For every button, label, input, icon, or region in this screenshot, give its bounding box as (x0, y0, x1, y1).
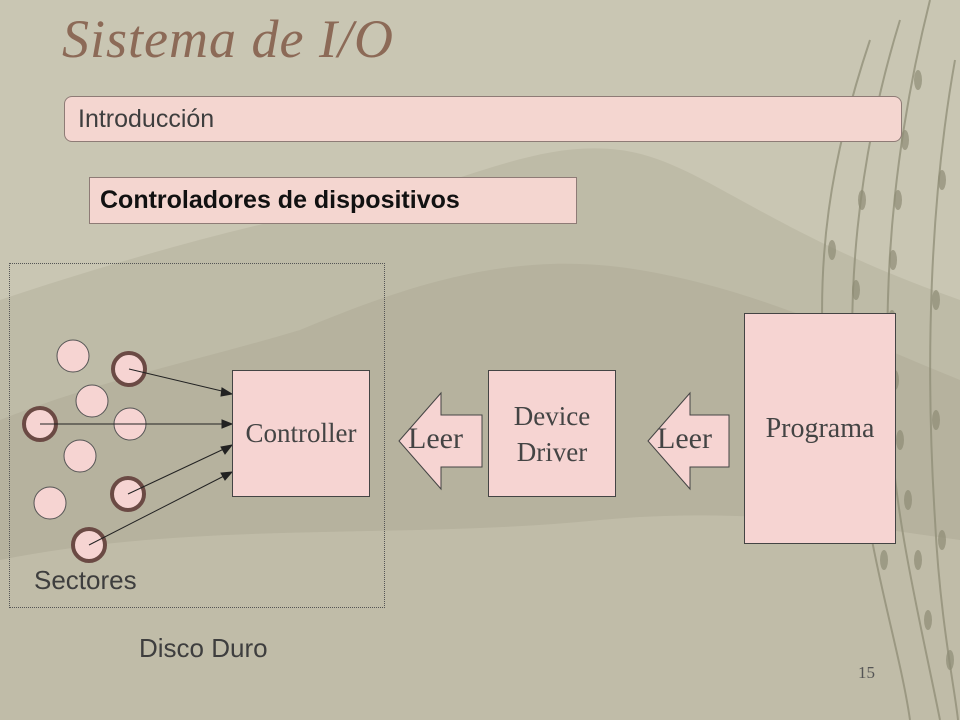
controller-box: Controller (232, 370, 370, 497)
sector (56, 339, 90, 373)
read-arrow-shape (647, 391, 730, 491)
slide-title: Sistema de I/O (62, 9, 394, 69)
read-arrow-label: Leer (408, 422, 463, 455)
sector (75, 384, 109, 418)
device-driver-box: Device Driver (488, 370, 616, 497)
page-number: 15 (858, 663, 875, 682)
subtitle-bar: Introducción (64, 96, 902, 142)
section-heading-box: Controladores de dispositivos (89, 177, 577, 224)
sector (63, 439, 97, 473)
read-arrow-label: Leer (657, 422, 712, 455)
subtitle-text: Introducción (78, 105, 215, 133)
sector-connector (88, 474, 227, 546)
sector-connector (127, 447, 227, 495)
program-box: Programa (744, 313, 896, 544)
section-heading: Controladores de dispositivos (100, 186, 460, 214)
read-arrow-shape (398, 391, 483, 491)
controller-label: Controller (245, 418, 357, 448)
device-driver-label-line1: Device (513, 400, 591, 431)
sector (33, 486, 67, 520)
hard-disk-boundary (9, 263, 385, 608)
program-label: Programa (765, 412, 875, 444)
sector-connector (128, 368, 227, 393)
sectors-label: Sectores (34, 565, 137, 595)
device-driver-label-line2: Driver (516, 436, 588, 467)
hard-disk-label: Disco Duro (139, 633, 268, 663)
